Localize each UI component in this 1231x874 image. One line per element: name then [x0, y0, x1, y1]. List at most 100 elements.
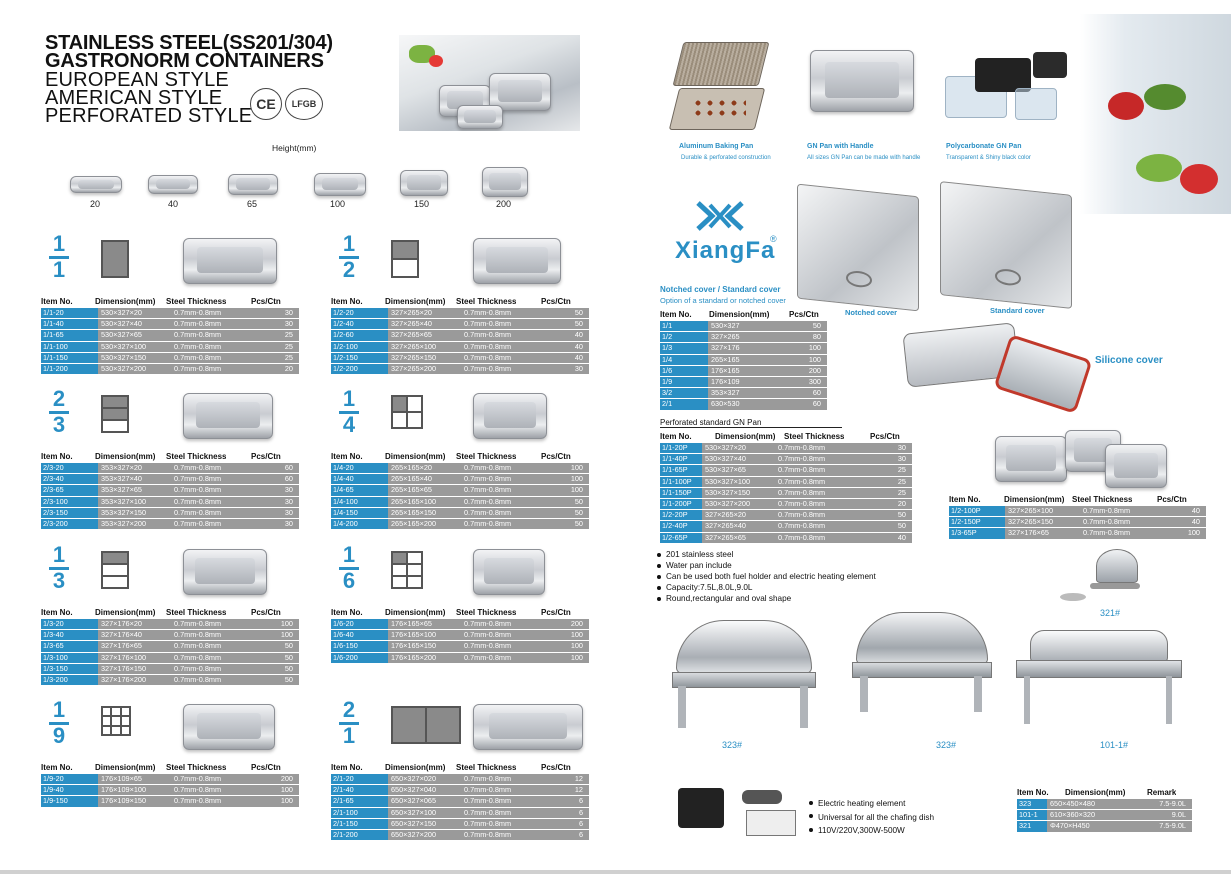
- table-cell: 327×265×40: [702, 521, 775, 532]
- table-cell: 265×165×150: [388, 507, 461, 518]
- table-cell: 0.7mm-0.8mm: [171, 308, 260, 319]
- style-american: AMERICAN STYLE: [45, 87, 223, 109]
- table-cell: 1/1-20: [41, 308, 98, 319]
- table-cell: 0.7mm-0.8mm: [171, 518, 260, 530]
- table-cell: 9.0L: [1146, 810, 1192, 821]
- table-cell: 100: [550, 485, 589, 496]
- table-cell: 0.7mm-0.8mm: [461, 507, 550, 518]
- table-cell: 0.7mm-0.8mm: [775, 532, 858, 543]
- fraction-denominator: 4: [342, 412, 356, 437]
- column-header: Item No.: [660, 432, 692, 441]
- table-cell: 1/3-40: [41, 630, 98, 641]
- notched-cover-image: [797, 183, 919, 312]
- table-cell: 50: [260, 641, 299, 652]
- table-cell: 327×265×100: [1005, 506, 1080, 517]
- column-header: Steel Thickness: [456, 452, 517, 461]
- table-cell: 6: [550, 818, 589, 829]
- gn-pan-image: [473, 549, 545, 595]
- table-cell: 0.7mm-0.8mm: [461, 485, 550, 496]
- pan-height-200-image: [482, 167, 528, 197]
- table-cell: 1/4-100: [331, 496, 388, 507]
- table-cell: 327×265×100: [388, 341, 461, 352]
- chafer-323-b-label: 323#: [936, 740, 957, 750]
- column-header: Pcs/Ctn: [1157, 495, 1187, 504]
- table-cell: 7.5-9.0L: [1146, 821, 1192, 832]
- electric-features-list: Electric heating element Universal for a…: [808, 797, 934, 838]
- table-cell: 2/1-200: [331, 829, 388, 841]
- table-cell: 0.7mm-0.8mm: [171, 352, 260, 363]
- table-cell: 1/1-20P: [660, 443, 702, 454]
- table-cell: 0.7mm-0.8mm: [775, 443, 858, 454]
- fraction-denominator: 3: [52, 568, 66, 593]
- table-cell: 50: [550, 518, 589, 530]
- column-header: Item No.: [41, 608, 73, 617]
- table-cell: 0.7mm-0.8mm: [461, 496, 550, 507]
- table-cell: 353×327×150: [98, 507, 171, 518]
- fraction-numerator: 1: [52, 697, 66, 722]
- fraction-bar: [339, 722, 359, 725]
- table-cell: 50: [858, 510, 912, 521]
- height-20-label: 20: [90, 199, 101, 209]
- table-cell: 200: [550, 619, 589, 630]
- feature-item: Water pan include: [656, 560, 876, 571]
- table-cell: 1/1-150P: [660, 487, 702, 498]
- table-cell: 530×327: [708, 321, 791, 332]
- table-cell: 6: [550, 807, 589, 818]
- table-cell: 1/2-200: [331, 363, 388, 375]
- table-cell: 20: [858, 498, 912, 510]
- table-cell: 1/1: [660, 321, 708, 332]
- silicone-cover-label: Silicone cover: [1095, 355, 1163, 366]
- table-cell: 353×327×20: [98, 463, 171, 474]
- table-header: Item No.Dimension(mm)Pcs/Ctn: [660, 310, 827, 320]
- column-header: Dimension(mm): [1004, 495, 1065, 504]
- table-cell: 2/1-100: [331, 807, 388, 818]
- table-cell: 176×109×150: [98, 796, 171, 807]
- pan-size-diagram: [101, 551, 129, 589]
- table-cell: 40: [550, 341, 589, 352]
- table-cell: 650×327×020: [388, 774, 461, 785]
- fraction-denominator: 2: [342, 257, 356, 282]
- pan-size-diagram: [101, 395, 129, 433]
- table-cell: 1/3-65P: [949, 528, 1005, 539]
- fraction-numerator: 1: [342, 542, 356, 567]
- table-cell: 1/2-20: [331, 308, 388, 319]
- fraction-bar: [49, 567, 69, 570]
- table-cell: 610×360×320: [1047, 810, 1146, 821]
- table-cell: 0.7mm-0.8mm: [461, 341, 550, 352]
- table-cell: 0.7mm-0.8mm: [171, 785, 260, 796]
- column-header: Item No.: [41, 297, 73, 306]
- pan-size-diagram: [391, 706, 461, 744]
- table-cell: 327×176×65: [98, 641, 171, 652]
- table-cell: 1/4-20: [331, 463, 388, 474]
- column-header: Pcs/Ctn: [870, 432, 900, 441]
- table-cell: 30: [260, 518, 299, 530]
- table-cell: 1/6-20: [331, 619, 388, 630]
- table-cell: 327×265×40: [388, 319, 461, 330]
